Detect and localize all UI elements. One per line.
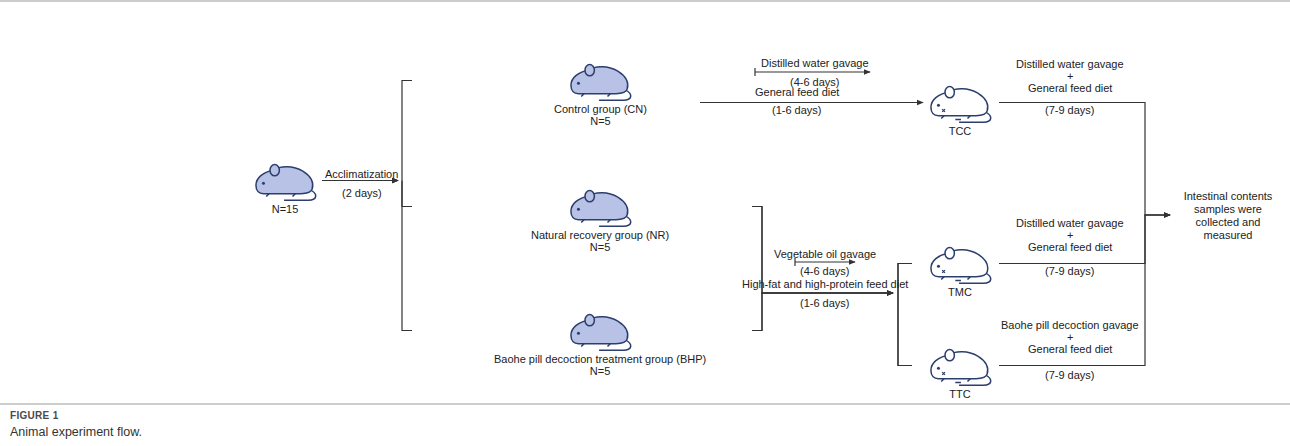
step-annotation: General feed diet [755,86,839,98]
mouse-group: TTC [927,343,993,400]
step-annotation: Distilled water gavage [1016,217,1124,229]
step-annotation: (1-6 days) [772,104,822,116]
group-name: TMC [948,286,972,298]
figure-number: FIGURE 1 [10,410,59,422]
mouse-icon [567,184,633,229]
step-annotation: High-fat and high-protein feed diet [742,278,908,290]
connector-segment [322,180,398,181]
mouse-icon [927,343,993,388]
connector-segment [999,215,1170,366]
connector-segment [322,180,398,181]
connector-segment [402,81,412,181]
group-name: TTC [949,388,970,400]
figure-caption: Animal experiment flow. [10,425,142,440]
group-size: N=5 [590,365,611,377]
gavage-arrow [755,71,870,72]
frame-line [0,1,1290,2]
mouse-group: TMC [927,241,993,298]
connector-segment [402,181,412,331]
flow-connector [322,181,412,207]
mouse-group: TCC [927,80,993,137]
mouse-icon [252,158,318,203]
flow-connector [322,181,412,331]
result-text-node: Intestinal contents samples were collect… [1174,190,1282,242]
arrow-tick [754,68,755,76]
mouse-icon [567,58,633,103]
group-size: N=5 [590,115,611,127]
group-name: Natural recovery group (NR) [531,229,669,241]
connector-segment [999,215,1170,264]
mouse-group: Natural recovery group (NR)N=5 [531,184,669,253]
step-annotation: + [1067,229,1073,241]
group-name: Baohe pill decoction treatment group (BH… [494,353,706,365]
step-annotation: Distilled water gavage [761,57,869,69]
flow-connector [752,293,912,366]
flow-connector [700,102,923,103]
flow-connector [999,215,1170,366]
mouse-icon [567,308,633,353]
step-annotation: Distilled water gavage [1016,58,1124,70]
mouse-group: Control group (CN)N=5 [554,58,647,127]
flow-connector [999,215,1170,264]
step-annotation: General feed diet [1028,241,1112,253]
flow-connector [999,103,1170,216]
step-annotation: + [1067,331,1073,343]
flow-connector [322,81,412,181]
mouse-group: N=15 [252,158,318,215]
step-annotation: Baohe pill decoction gavage [1001,319,1139,331]
gavage-arrow [795,261,855,262]
caption-rule [0,404,1290,405]
connector-segment [700,102,923,103]
step-annotation: General feed diet [1028,82,1112,94]
connector-segment [898,293,912,366]
step-annotation: (2 days) [342,187,382,199]
group-name: N=15 [272,203,299,215]
connector-segment [752,293,893,331]
step-annotation: Vegetable oil gavage [774,248,876,260]
step-annotation: (1-6 days) [800,297,850,309]
group-name: Intestinal contents samples were collect… [1174,190,1282,242]
mouse-icon [927,241,993,286]
step-annotation: (7-9 days) [1045,369,1095,381]
connector-segment [898,293,912,366]
connector-segment [999,103,1170,216]
group-name: TCC [949,125,972,137]
group-name: Control group (CN) [554,103,647,115]
connector-segment [402,181,412,207]
flow-connector [752,264,912,331]
step-annotation: (7-9 days) [1045,104,1095,116]
mouse-icon [927,80,993,125]
step-annotation: Acclimatization [325,168,398,180]
step-annotation: General feed diet [1028,343,1112,355]
step-annotation: (7-9 days) [1045,265,1095,277]
step-annotation: (4-6 days) [800,265,850,277]
step-annotation: + [1067,70,1073,82]
connector-segment [752,293,893,331]
connector-segment [322,180,398,181]
mouse-group: Baohe pill decoction treatment group (BH… [494,308,706,377]
group-size: N=5 [590,241,611,253]
